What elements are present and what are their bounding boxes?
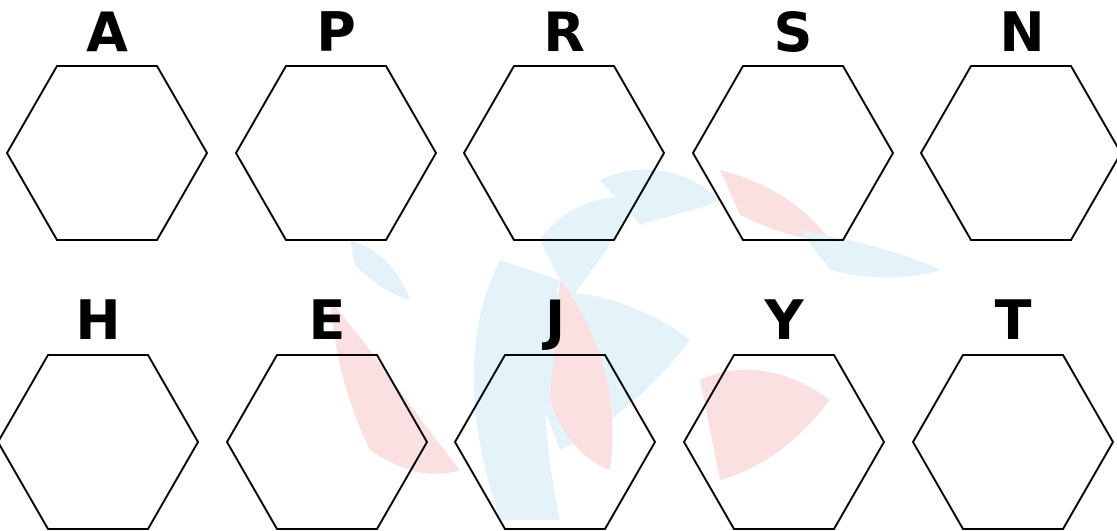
hexagon-box-row1-4 — [693, 66, 893, 240]
hexagon-box-row2-2 — [227, 355, 427, 529]
hexagon-box-row2-4 — [684, 355, 884, 529]
hexagon-box-row2-5 — [913, 355, 1113, 529]
letter-row2-1: H — [58, 294, 138, 348]
hexagon-box-row1-1 — [7, 66, 207, 240]
letter-row1-3: R — [524, 6, 604, 60]
letter-row2-4: Y — [744, 294, 824, 348]
letter-row1-2: P — [296, 6, 376, 60]
hexagon-box-row1-3 — [464, 66, 664, 240]
letter-row2-2: E — [287, 294, 367, 348]
hexagon-box-row2-3 — [455, 355, 655, 529]
letter-row1-4: S — [753, 6, 833, 60]
letter-row1-1: A — [67, 6, 147, 60]
hexagon-box-row1-5 — [921, 66, 1117, 240]
hexagon-box-row2-1 — [0, 355, 198, 529]
hexagon-box-row1-2 — [236, 66, 436, 240]
letter-row2-3: J — [515, 294, 595, 348]
letter-row2-5: T — [973, 294, 1053, 348]
letter-row1-5: N — [982, 6, 1062, 60]
